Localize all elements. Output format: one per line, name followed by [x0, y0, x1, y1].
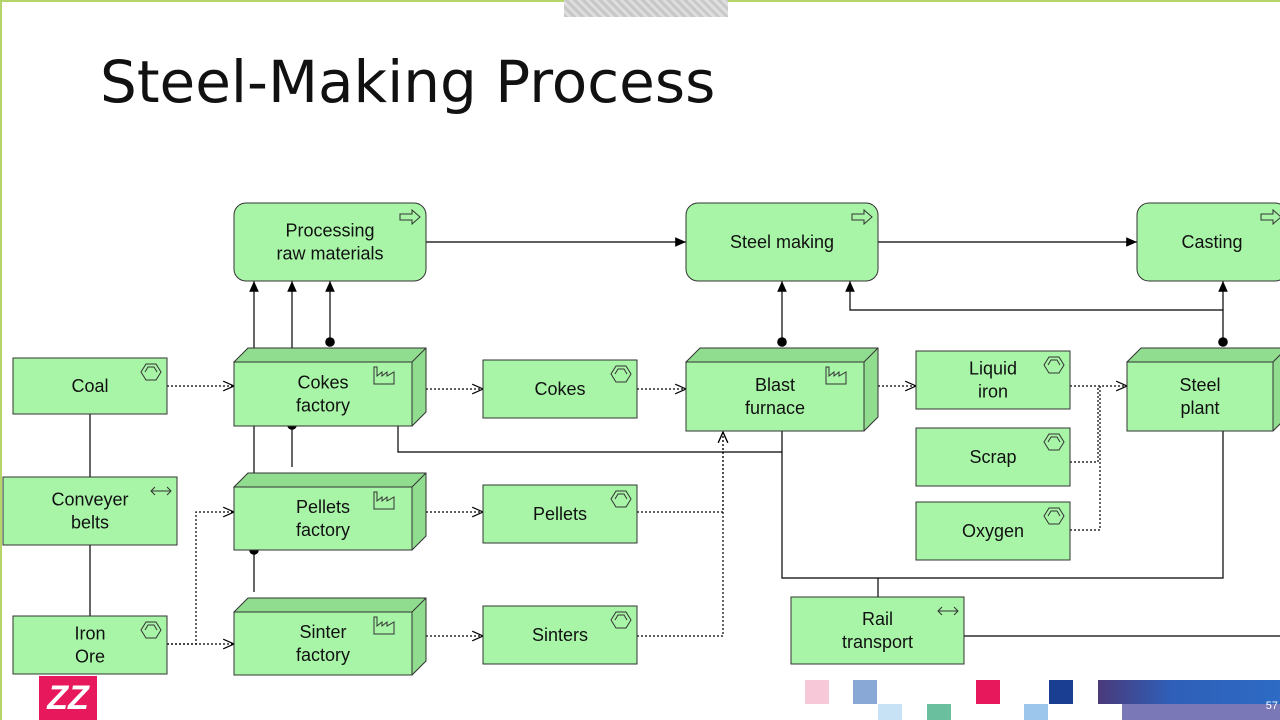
- node-label: Steel making: [730, 232, 834, 252]
- node-label: Sinters: [532, 625, 588, 645]
- node-label: Pellets: [296, 497, 350, 517]
- node-label: belts: [71, 513, 109, 533]
- material-hexagon-icon: [1043, 356, 1065, 374]
- material-hexagon-icon: [140, 363, 162, 381]
- node-label: factory: [296, 645, 350, 665]
- node-conveyer[interactable]: Conveyer belts: [2, 476, 178, 546]
- node-label: transport: [842, 632, 913, 652]
- node-label: factory: [296, 520, 350, 540]
- connector: [781, 431, 1224, 579]
- material-hexagon-icon: [1043, 433, 1065, 451]
- connector: [845, 281, 1228, 347]
- decorative-square: [1098, 680, 1280, 704]
- node-label: Cokes: [534, 379, 585, 399]
- node-cokesf[interactable]: Cokes factory: [233, 347, 427, 427]
- node-label: Cokes: [297, 373, 348, 393]
- material-hexagon-icon: [610, 611, 632, 629]
- page-number: 57: [1265, 700, 1278, 712]
- node-label: Ore: [75, 647, 105, 667]
- node-label: Coal: [71, 376, 108, 396]
- distribution-network-icon: [937, 606, 959, 616]
- node-label: plant: [1180, 398, 1219, 418]
- top-handle: [564, 0, 728, 17]
- node-steel[interactable]: Steel making: [685, 202, 879, 282]
- node-proc[interactable]: Processing raw materials: [233, 202, 427, 282]
- node-rail[interactable]: Rail transport: [790, 596, 965, 665]
- node-oxygen[interactable]: Oxygen: [915, 501, 1071, 561]
- factory-icon: [825, 366, 847, 385]
- node-sinters[interactable]: Sinters: [482, 605, 638, 665]
- factory-icon: [373, 491, 395, 510]
- decorative-square: [853, 680, 877, 704]
- decorative-square: [878, 704, 902, 720]
- node-label: Sinter: [299, 622, 346, 642]
- node-sinterf[interactable]: Sinter factory: [233, 597, 427, 676]
- node-label: Steel: [1179, 375, 1220, 395]
- company-logo: ZZ: [39, 676, 97, 720]
- node-pelletsf[interactable]: Pellets factory: [233, 472, 427, 551]
- process-arrow-icon: [1260, 208, 1280, 226]
- slide-title: Steel-Making Process: [100, 48, 716, 116]
- node-label: Iron: [74, 624, 105, 644]
- material-hexagon-icon: [1043, 507, 1065, 525]
- node-liquid[interactable]: Liquid iron: [915, 350, 1071, 410]
- decorative-square: [805, 680, 829, 704]
- decorative-square: [1049, 680, 1073, 704]
- connector: [637, 432, 723, 513]
- node-pellets[interactable]: Pellets: [482, 484, 638, 544]
- connector: [637, 432, 723, 637]
- node-scrap[interactable]: Scrap: [915, 427, 1071, 487]
- node-label: Rail: [862, 609, 893, 629]
- node-label: Pellets: [533, 504, 587, 524]
- node-steelplant[interactable]: Steel plant: [1126, 347, 1280, 432]
- factory-icon: [373, 366, 395, 385]
- decorative-square: [976, 680, 1000, 704]
- connector: [1070, 386, 1101, 531]
- node-label: Conveyer: [51, 490, 128, 510]
- node-cokes[interactable]: Cokes: [482, 359, 638, 419]
- node-label: raw materials: [276, 244, 383, 264]
- node-casting[interactable]: Casting: [1136, 202, 1280, 282]
- process-arrow-icon: [851, 208, 873, 226]
- node-label: Processing: [285, 221, 374, 241]
- factory-icon: [373, 616, 395, 635]
- node-label: Scrap: [969, 447, 1016, 467]
- node-label: Casting: [1181, 232, 1242, 252]
- node-label: Liquid: [969, 359, 1017, 379]
- node-blast[interactable]: Blast furnace: [685, 347, 879, 432]
- node-coal[interactable]: Coal: [12, 357, 168, 415]
- connector: [1070, 386, 1099, 463]
- process-arrow-icon: [399, 208, 421, 226]
- decorative-square: [927, 704, 951, 720]
- connector: [167, 512, 234, 645]
- connector: [397, 425, 782, 453]
- material-hexagon-icon: [610, 490, 632, 508]
- node-label: iron: [978, 382, 1008, 402]
- node-label: furnace: [745, 398, 805, 418]
- decorative-square: [1024, 704, 1048, 720]
- material-hexagon-icon: [610, 365, 632, 383]
- decorative-square: [1122, 704, 1280, 720]
- node-label: Blast: [755, 375, 795, 395]
- material-hexagon-icon: [140, 621, 162, 639]
- node-label: factory: [296, 396, 350, 416]
- node-label: Oxygen: [962, 521, 1024, 541]
- distribution-network-icon: [150, 486, 172, 496]
